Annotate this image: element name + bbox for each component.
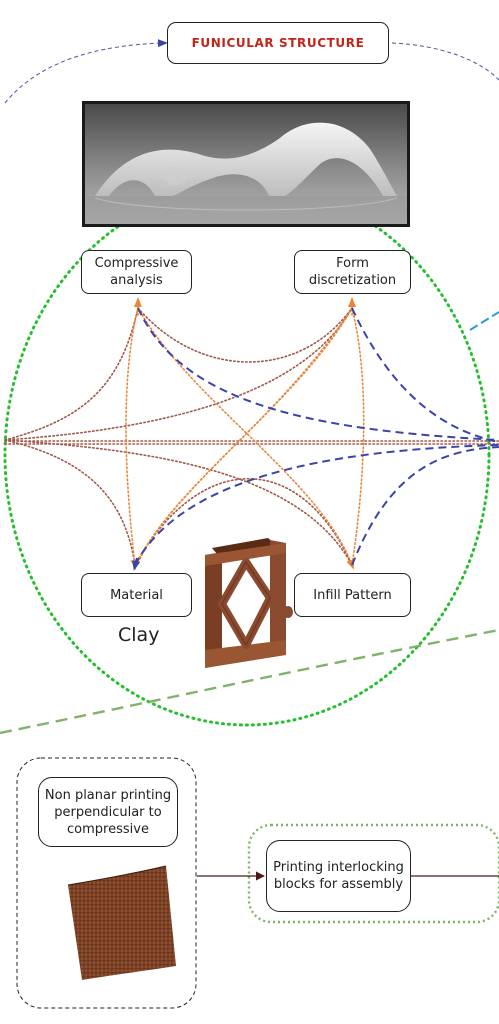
top-arc-right bbox=[391, 42, 499, 81]
link-brown-ca-fd bbox=[137, 307, 353, 363]
material-caption: Clay bbox=[118, 624, 160, 646]
node-compressive-analysis-label: Compressive analysis bbox=[94, 256, 179, 288]
link-brown-left-mat bbox=[4, 439, 136, 566]
interlocking-container bbox=[247, 823, 499, 924]
link-orange-ca-mat bbox=[125, 307, 139, 570]
node-infill-pattern-label: Infill Pattern bbox=[313, 587, 392, 603]
link-blue-mat-head bbox=[132, 557, 141, 571]
link-orange-ca-inf bbox=[137, 307, 354, 570]
infill-block-icon bbox=[205, 538, 293, 668]
link-blue-ca-right bbox=[137, 307, 499, 441]
link-brown-mat-inf bbox=[134, 478, 353, 566]
node-non-planar-printing: Non planar printing perpendicular to com… bbox=[38, 777, 178, 847]
link-blue-mat-right bbox=[134, 444, 499, 566]
node-non-planar-printing-label: Non planar printing perpendicular to com… bbox=[44, 787, 172, 837]
node-interlocking-blocks: Printing interlocking blocks for assembl… bbox=[266, 840, 411, 912]
link-brown-left-ca bbox=[4, 307, 139, 441]
link-orange-fd-mat-2 bbox=[137, 307, 353, 564]
link-orange-fd-inf bbox=[351, 307, 365, 566]
printed-panel-icon bbox=[67, 865, 176, 980]
title-box: FUNICULAR STRUCTURE bbox=[167, 22, 389, 64]
diagram-title: FUNICULAR STRUCTURE bbox=[191, 36, 365, 50]
link-brown-left-inf bbox=[4, 439, 353, 566]
cyan-link bbox=[469, 311, 499, 331]
node-infill-pattern: Infill Pattern bbox=[294, 573, 411, 617]
node-form-discretization-label: Form discretization bbox=[308, 256, 397, 288]
node-form-discretization: Form discretization bbox=[294, 250, 411, 294]
green-dash-arc bbox=[0, 628, 499, 735]
node-material: Material bbox=[81, 573, 192, 617]
top-arc-left bbox=[4, 39, 168, 104]
link-blue-inf-right bbox=[351, 446, 499, 566]
shell-photo-image bbox=[85, 104, 407, 224]
link-brown-left-fd bbox=[4, 307, 353, 441]
node-material-label: Material bbox=[110, 587, 163, 603]
shell-photo bbox=[82, 101, 410, 227]
node-interlocking-blocks-label: Printing interlocking blocks for assembl… bbox=[273, 860, 404, 892]
node-compressive-analysis: Compressive analysis bbox=[81, 250, 192, 294]
nonplanar-container bbox=[16, 757, 197, 1009]
link-blue-fd-right bbox=[351, 307, 499, 443]
